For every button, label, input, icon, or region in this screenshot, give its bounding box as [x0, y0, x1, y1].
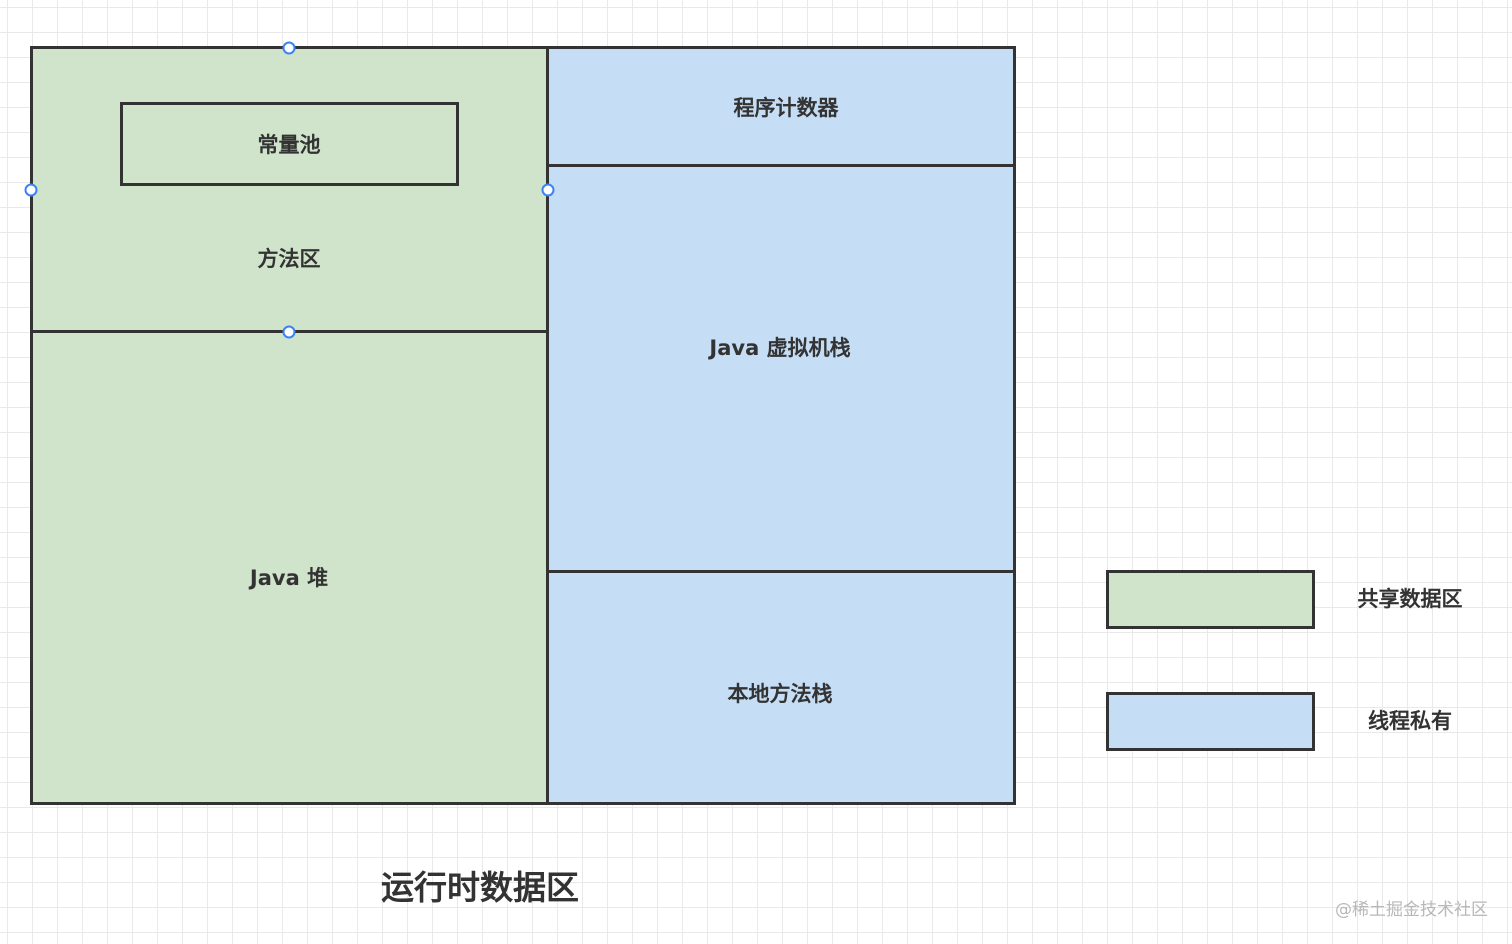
selection-handle-left[interactable] [24, 183, 38, 197]
constant-pool-label: 常量池 [257, 133, 321, 157]
selection-handle-top[interactable] [282, 41, 296, 55]
selection-handle-bottom[interactable] [282, 325, 296, 339]
diagram-caption: 运行时数据区 [381, 868, 579, 907]
vm-stack-label: Java 虚拟机栈 [709, 336, 851, 360]
watermark: @稀土掘金技术社区 [1335, 900, 1488, 920]
java-heap-box[interactable] [30, 330, 550, 805]
legend-shared-swatch[interactable] [1106, 570, 1315, 629]
java-heap-label: Java 堆 [249, 566, 329, 590]
native-method-stack-box[interactable] [546, 570, 1016, 805]
method-area-label: 方法区 [257, 247, 321, 271]
vm-stack-box[interactable] [546, 164, 1016, 574]
legend-private-label: 线程私有 [1368, 709, 1452, 733]
constant-pool-box[interactable] [120, 102, 459, 186]
native-method-stack-label: 本地方法栈 [727, 682, 833, 706]
program-counter-label: 程序计数器 [733, 96, 839, 120]
legend-private-swatch[interactable] [1106, 692, 1315, 751]
selection-handle-right[interactable] [541, 183, 555, 197]
legend-shared-label: 共享数据区 [1357, 587, 1463, 611]
method-area-box[interactable] [30, 46, 550, 334]
